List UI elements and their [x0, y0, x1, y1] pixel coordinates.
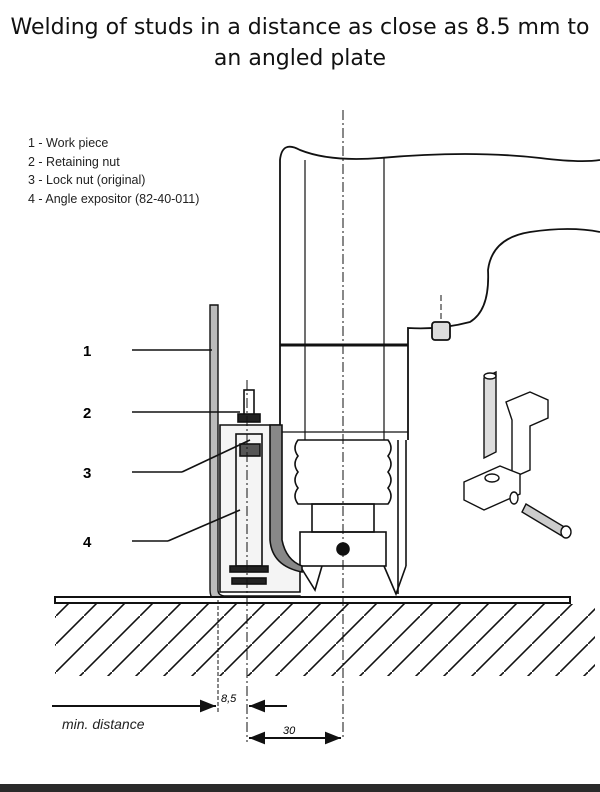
callout-1: 1: [83, 343, 91, 360]
legend-item: 3 - Lock nut (original): [28, 173, 146, 187]
angle-expositor: [219, 389, 303, 593]
legend-item: 2 - Retaining nut: [28, 154, 120, 169]
legend-item: 4 - Angle expositor (82-40-011): [28, 191, 200, 206]
base-plate: [54, 596, 595, 676]
bottom-border: [0, 784, 600, 792]
callout-3: 3: [83, 465, 91, 482]
min-distance-label: min. distance: [62, 716, 145, 732]
bellows: [294, 439, 407, 597]
center-distance-value: 30: [283, 725, 296, 737]
min-distance-value: 8,5: [221, 693, 237, 705]
callout-2: 2: [83, 405, 91, 422]
legend-item: 1 - Work piece: [28, 136, 109, 150]
callout-4: 4: [83, 534, 92, 551]
parts-legend: 1 - Work piece 2 - Retaining nut 3 - Loc…: [28, 134, 199, 208]
welding-gun: [279, 145, 600, 440]
dimension-lines: [52, 110, 344, 745]
expositor-detail: [463, 370, 572, 539]
page-title: Welding of studs in a distance as close …: [10, 15, 590, 71]
callouts: [132, 349, 251, 542]
